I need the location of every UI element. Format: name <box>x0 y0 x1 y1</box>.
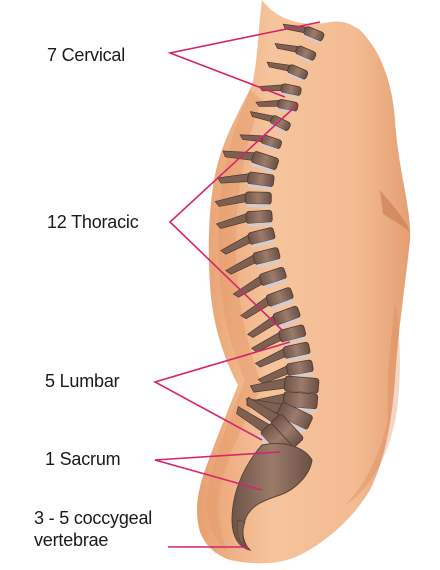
intervertebral-disc <box>295 54 312 63</box>
vertebral-body <box>245 209 273 224</box>
thoracic-leader <box>168 104 298 331</box>
vertebra <box>222 150 279 173</box>
intervertebral-disc <box>277 317 301 329</box>
chest-shading <box>380 190 410 232</box>
vertebra <box>214 191 272 208</box>
vertebral-body <box>283 375 320 394</box>
intervertebral-disc <box>247 183 272 191</box>
intervertebral-disc <box>277 108 296 114</box>
coccyx-label: 3 - 5 coccygeal vertebrae <box>34 507 174 551</box>
vertebra <box>240 287 294 320</box>
lumbar-label: 5 Lumbar <box>45 371 120 391</box>
vertebra <box>232 266 287 298</box>
vertebral-body <box>251 151 279 171</box>
thoracic-label: 12 Thoracic <box>47 212 139 232</box>
vertebra <box>257 359 314 384</box>
vertebral-body <box>286 359 314 376</box>
vertebra <box>258 83 302 99</box>
vertebra <box>247 305 301 338</box>
intervertebral-disc <box>260 143 279 152</box>
vertebral-body <box>244 191 272 205</box>
cervical-label: 7 Cervical <box>47 45 126 65</box>
vertebra <box>274 43 317 63</box>
intervertebral-disc <box>263 278 287 289</box>
vertebra <box>215 209 273 229</box>
vertebral-body <box>272 305 301 326</box>
vertebra <box>220 227 276 255</box>
vertebral-body <box>265 287 294 307</box>
vertebral-body <box>280 83 302 96</box>
vertebral-body <box>260 134 282 149</box>
intervertebral-disc <box>286 353 310 362</box>
intervertebral-disc <box>303 34 321 44</box>
cervical-leader <box>167 21 321 98</box>
intervertebral-disc <box>251 162 275 173</box>
belly-shading <box>345 300 400 505</box>
coccyx-label-line1: 3 - 5 coccygeal <box>34 508 153 528</box>
intervertebral-disc <box>247 222 272 227</box>
coccyx-bone <box>236 519 247 549</box>
vertebral-body <box>303 26 325 42</box>
coccyx-label-line2: vertebrae <box>34 530 109 550</box>
intervertebral-disc <box>270 298 294 310</box>
intervertebral-disc <box>246 203 271 208</box>
vertebra <box>217 171 275 191</box>
sacrum-bone <box>231 443 313 551</box>
vertebral-body <box>295 45 317 61</box>
vertebra <box>254 341 311 368</box>
leader-lines <box>152 21 321 548</box>
vertebra <box>239 134 282 152</box>
intervertebral-disc <box>281 92 299 99</box>
sacrum-label: 1 Sacrum <box>45 449 121 469</box>
sacrum-leader <box>154 451 281 491</box>
lumbar-leader <box>152 341 291 441</box>
intervertebral-disc <box>251 239 276 248</box>
vertebral-body <box>276 402 313 430</box>
vertebra <box>266 61 309 82</box>
vertebra <box>225 247 281 275</box>
vertebral-body <box>282 391 319 410</box>
intervertebral-disc <box>256 259 281 268</box>
intervertebral-disc <box>287 72 304 82</box>
